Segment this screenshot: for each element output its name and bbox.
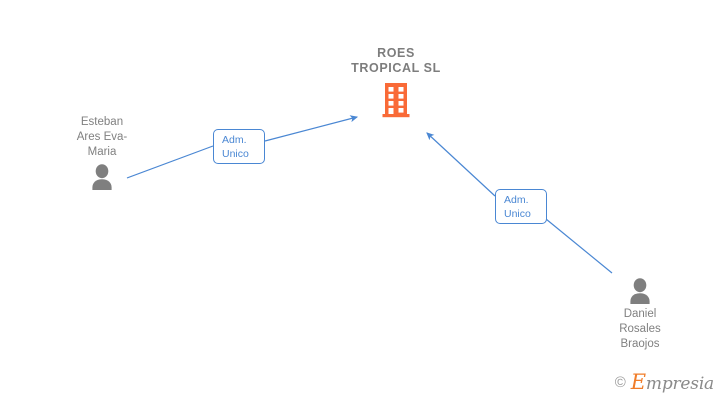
- edge-person-left-to-role: [126, 145, 214, 179]
- building-icon: [382, 83, 410, 118]
- watermark: © Empresia: [615, 370, 714, 394]
- brand-wordmark: Empresia: [631, 370, 714, 394]
- role-label-adm-unico-right[interactable]: Adm. Unico: [495, 189, 547, 224]
- person-icon-wrap: [580, 278, 700, 304]
- company-node[interactable]: ROES TROPICAL SL: [316, 46, 476, 118]
- edge-person-right-to-role: [545, 218, 613, 274]
- person-node-esteban-ares-eva-maria[interactable]: Esteban Ares Eva- Maria: [42, 115, 162, 190]
- company-name-label: ROES TROPICAL SL: [351, 46, 441, 75]
- person-icon: [92, 164, 112, 190]
- edge-role-to-company-right: [426, 132, 496, 197]
- company-icon-wrap: [316, 82, 476, 118]
- brand-initial: E: [630, 370, 646, 394]
- person-name-label: Esteban Ares Eva- Maria: [76, 116, 128, 158]
- person-icon-wrap: [42, 164, 162, 190]
- edge-role-to-company-left: [264, 115, 359, 142]
- person-node-daniel-rosales-braojos[interactable]: Daniel Rosales Braojos: [580, 278, 700, 352]
- copyright-icon: ©: [614, 373, 626, 391]
- person-name-label: Daniel Rosales Braojos: [619, 308, 661, 350]
- role-label-adm-unico-left[interactable]: Adm. Unico: [213, 129, 265, 164]
- person-icon: [630, 278, 650, 304]
- brand-rest: mpresia: [645, 374, 714, 394]
